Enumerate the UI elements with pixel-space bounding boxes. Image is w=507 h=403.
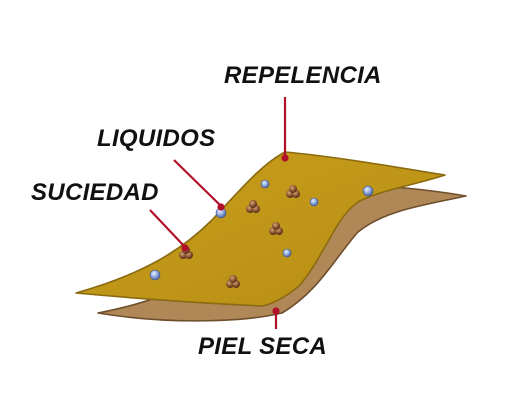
leader-dot-repelencia bbox=[281, 154, 289, 162]
water-droplet-icon bbox=[362, 185, 374, 197]
leader-line-suciedad bbox=[149, 209, 186, 248]
label-suciedad: SUCIEDAD bbox=[31, 179, 159, 206]
label-piel-seca: PIEL SECA bbox=[198, 333, 327, 360]
water-droplet-icon bbox=[149, 269, 161, 281]
leader-dot-piel-seca bbox=[272, 307, 280, 315]
leader-lines bbox=[149, 97, 289, 329]
dirt-particle-icon bbox=[226, 275, 240, 288]
water-droplet-icon bbox=[309, 197, 319, 207]
dirt-particle-icon bbox=[246, 200, 260, 213]
leader-line-liquidos bbox=[173, 159, 222, 207]
water-droplet-icon bbox=[282, 248, 292, 258]
protective-layer bbox=[75, 151, 446, 307]
dirt-particle-icon bbox=[269, 222, 283, 235]
dirt-particle-icon bbox=[286, 185, 300, 198]
leader-dot-liquidos bbox=[217, 203, 225, 211]
label-liquidos: LIQUIDOS bbox=[97, 125, 215, 152]
label-repelencia: REPELENCIA bbox=[224, 62, 382, 89]
water-droplet-icon bbox=[260, 179, 270, 189]
liquid-drops bbox=[149, 179, 374, 281]
leader-dot-suciedad bbox=[181, 244, 189, 252]
